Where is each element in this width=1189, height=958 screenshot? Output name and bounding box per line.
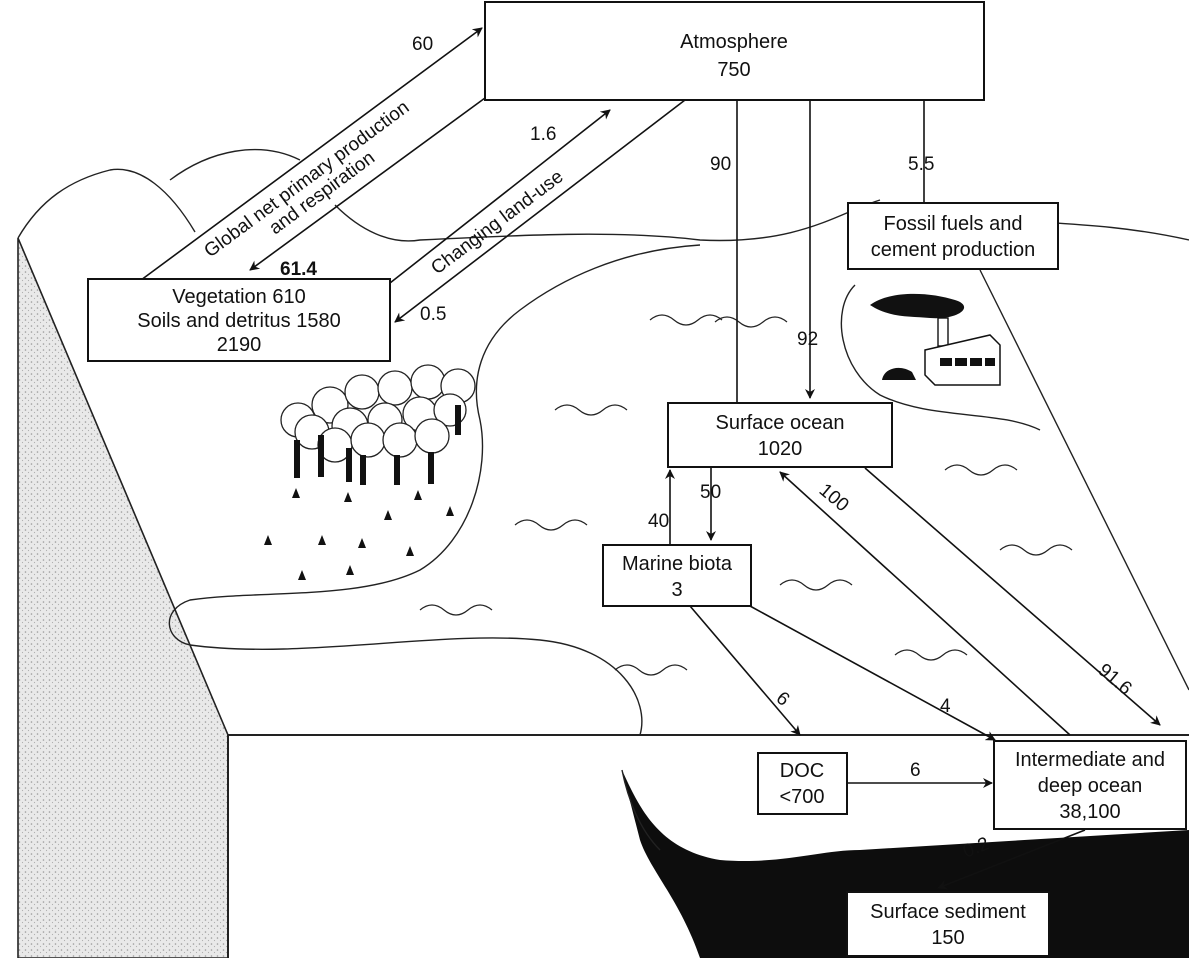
flow-doc-to-deep: 6 [910,760,921,781]
wave [944,464,1018,476]
flow-fossil-up: 5.5 [908,154,934,175]
wave [649,314,723,326]
coastline-east [840,284,1041,431]
land-total: 2190 [217,334,262,356]
wave [419,604,493,616]
arrow-landuse-up [389,109,611,284]
flow-landuse-up: 1.6 [530,124,556,145]
wave [999,544,1073,556]
pool-atmosphere: Atmosphere 750 [484,1,985,101]
coastline-main [168,244,701,736]
arrow-deep-to-surface [779,471,1071,736]
block-right-edge [979,269,1189,691]
pool-fossil: Fossil fuels and cement production [847,202,1059,270]
arrow-landuse-down [394,99,686,323]
flow-landuse-down: 0.5 [420,304,446,325]
wave [714,316,788,328]
wave [514,519,588,531]
arrow-npp-down [249,97,486,271]
flow-ocean-up: 90 [710,154,731,175]
tree-stumps [264,488,454,580]
sediment-label: Surface sediment [870,901,1026,923]
arrow-biota-to-deep [749,605,996,741]
forest-illustration [264,364,476,580]
fossil-line2: cement production [871,239,1036,261]
doc-label: DOC [780,760,824,782]
flow-npp-up: 60 [412,34,433,55]
land-vegetation: Vegetation 610 [172,286,305,308]
marine-biota-value: 3 [671,579,682,601]
flow-deep-to-surface: 100 [815,480,853,516]
flow-biota-to-doc: 6 [772,688,794,711]
block-side-face [17,237,229,958]
factory-illustration [870,293,1001,386]
atmosphere-value: 750 [717,59,750,81]
pool-sediment: Surface sediment 150 [846,891,1050,957]
wave [554,404,628,416]
pool-surface-ocean: Surface ocean 1020 [667,402,893,468]
surface-ocean-value: 1020 [758,438,803,460]
sediment-value: 150 [931,927,964,949]
horizon-line [334,199,881,242]
pool-marine-biota: Marine biota 3 [602,544,752,607]
deep-ocean-value: 38,100 [1059,801,1120,823]
flow-arrows [136,27,1161,890]
arrow-surface-to-deep [864,467,1161,726]
flow-surface-to-deep: 91.6 [1094,660,1136,700]
atmosphere-label: Atmosphere [680,31,788,53]
pool-deep-ocean: Intermediate and deep ocean 38,100 [993,740,1187,830]
wave [779,579,853,591]
landuse-label: Changing land-use [427,166,567,279]
surface-ocean-label: Surface ocean [716,412,845,434]
fossil-line1: Fossil fuels and [884,213,1023,235]
deep-ocean-line1: Intermediate and [1015,749,1165,771]
flow-from-biota: 40 [648,511,669,532]
sea-floor-edge [621,769,661,851]
arrow-to-sediment [937,829,1086,890]
doc-value: <700 [779,786,824,808]
flow-ocean-down: 92 [797,329,818,350]
wave [894,649,968,661]
arrow-biota-to-doc [689,605,801,736]
deep-ocean-line2: deep ocean [1038,775,1143,797]
mountain-ridge [169,148,301,181]
wave [614,664,688,676]
land-soils: Soils and detritus 1580 [137,310,340,332]
pool-doc: DOC <700 [757,752,848,815]
arrow-npp-up [136,27,483,284]
marine-biota-label: Marine biota [622,553,733,575]
flow-to-biota: 50 [700,482,721,503]
pool-land: Vegetation 610 Soils and detritus 1580 2… [87,278,391,362]
flow-biota-to-deep: 4 [940,696,951,717]
car-icon [882,367,916,380]
npp-label-line1: Global net primary production [200,97,413,262]
flow-npp-down: 61.4 [280,259,317,280]
mountain-left [17,168,196,239]
